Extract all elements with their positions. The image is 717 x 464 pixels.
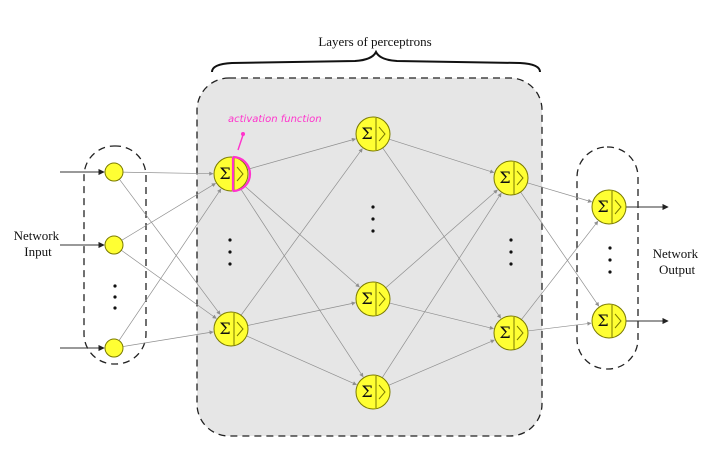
network-output-label: Network Output bbox=[653, 246, 702, 277]
sigma-symbol: Σ bbox=[597, 311, 608, 330]
output-ellipsis bbox=[608, 246, 612, 274]
network-output-label-line1: Network bbox=[653, 246, 699, 261]
edge-input-2-to-hidden1-0 bbox=[118, 188, 222, 341]
edge-hidden3-1-to-output-0 bbox=[521, 220, 599, 320]
output-node-1: Σ bbox=[591, 303, 627, 339]
io-lines-layer bbox=[60, 168, 669, 352]
edge-input-1-to-hidden1-1 bbox=[121, 249, 217, 319]
activation-highlight-arc bbox=[232, 155, 252, 193]
hidden2-node-2: Σ bbox=[355, 374, 391, 410]
perceptron-circle bbox=[591, 189, 627, 225]
hidden2-ellipsis bbox=[371, 205, 375, 233]
edges-layer bbox=[118, 137, 600, 386]
perceptron-circle bbox=[104, 162, 124, 182]
edge-input-0-to-hidden1-1 bbox=[119, 179, 221, 315]
hidden1-node-1: Σ bbox=[213, 311, 249, 347]
sigma-symbol: Σ bbox=[361, 382, 372, 401]
activation-step-icon bbox=[516, 170, 524, 186]
input-node-1 bbox=[104, 235, 124, 255]
edge-hidden3-1-to-output-1 bbox=[527, 321, 592, 332]
perceptron-circle bbox=[104, 235, 124, 255]
input-layer-region bbox=[83, 145, 147, 365]
activation-function-annotation: activation function bbox=[228, 114, 322, 125]
network-output-label-line2: Output bbox=[659, 262, 696, 277]
edge-hidden2-1-to-hidden3-0 bbox=[385, 189, 498, 289]
sigma-symbol: Σ bbox=[219, 164, 230, 183]
annotation-pointer bbox=[237, 134, 244, 151]
annotation-pointer-dot bbox=[241, 132, 245, 136]
hidden2-node-1: Σ bbox=[355, 281, 391, 317]
edge-hidden2-1-to-hidden3-1 bbox=[389, 302, 494, 330]
edge-hidden1-0-to-hidden2-2 bbox=[239, 188, 364, 378]
layers-brace bbox=[211, 49, 541, 73]
hidden3-node-1: Σ bbox=[493, 315, 529, 351]
input-node-2 bbox=[104, 338, 124, 358]
perceptron-circle bbox=[104, 338, 124, 358]
activation-step-icon bbox=[614, 199, 622, 215]
diagram-title: Layers of perceptrons bbox=[318, 34, 431, 49]
edge-hidden3-0-to-output-0 bbox=[527, 182, 593, 203]
edge-input-1-to-hidden1-0 bbox=[121, 183, 216, 241]
edge-hidden1-1-to-hidden2-2 bbox=[246, 335, 357, 386]
sigma-symbol: Σ bbox=[219, 319, 230, 338]
network-input-label: Network Input bbox=[14, 228, 63, 259]
perceptron-circle bbox=[213, 156, 249, 192]
hidden1-ellipsis bbox=[228, 238, 232, 266]
edge-hidden2-2-to-hidden3-1 bbox=[388, 339, 495, 386]
sigma-symbol: Σ bbox=[361, 124, 372, 143]
perceptron-circle bbox=[591, 303, 627, 339]
perceptron-circle bbox=[493, 315, 529, 351]
network-input-label-line1: Network bbox=[14, 228, 60, 243]
edge-hidden2-0-to-hidden3-0 bbox=[389, 138, 495, 174]
sigma-symbol: Σ bbox=[597, 197, 608, 216]
nodes-layer: Σ Σ Σ Σ Σ Σ Σ Σ Σ bbox=[104, 116, 627, 410]
activation-step-icon bbox=[378, 384, 386, 400]
perceptron-circle bbox=[355, 281, 391, 317]
hidden1-node-0: Σ bbox=[213, 156, 249, 192]
hidden2-node-0: Σ bbox=[355, 116, 391, 152]
perceptron-circle bbox=[493, 160, 529, 196]
edge-input-0-to-hidden1-0 bbox=[122, 171, 214, 176]
edge-hidden1-0-to-hidden2-0 bbox=[247, 137, 357, 170]
hidden3-node-0: Σ bbox=[493, 160, 529, 196]
perceptron-circle bbox=[355, 116, 391, 152]
sigma-symbol: Σ bbox=[361, 289, 372, 308]
activation-step-icon bbox=[516, 325, 524, 341]
hidden-layers-region bbox=[196, 77, 543, 437]
activation-step-icon bbox=[378, 291, 386, 307]
perceptron-circle bbox=[355, 374, 391, 410]
input-ellipsis bbox=[113, 284, 117, 310]
network-input-label-line2: Input bbox=[24, 244, 52, 259]
activation-step-icon bbox=[378, 126, 386, 142]
edge-hidden1-0-to-hidden2-1 bbox=[243, 184, 360, 288]
perceptron-circle bbox=[213, 311, 249, 347]
edge-hidden2-0-to-hidden3-1 bbox=[382, 147, 502, 319]
edge-hidden1-1-to-hidden2-0 bbox=[240, 148, 363, 316]
output-node-0: Σ bbox=[591, 189, 627, 225]
edge-input-2-to-hidden1-1 bbox=[122, 330, 214, 347]
input-node-0 bbox=[104, 162, 124, 182]
activation-step-icon bbox=[614, 313, 622, 329]
activation-step-icon bbox=[236, 166, 244, 182]
sigma-symbol: Σ bbox=[499, 168, 510, 187]
sigma-symbol: Σ bbox=[499, 323, 510, 342]
hidden3-ellipsis bbox=[509, 238, 513, 266]
edge-hidden1-1-to-hidden2-1 bbox=[247, 301, 356, 326]
edge-hidden3-0-to-output-1 bbox=[520, 191, 600, 307]
edge-hidden2-2-to-hidden3-0 bbox=[381, 192, 502, 378]
activation-step-icon bbox=[236, 321, 244, 337]
